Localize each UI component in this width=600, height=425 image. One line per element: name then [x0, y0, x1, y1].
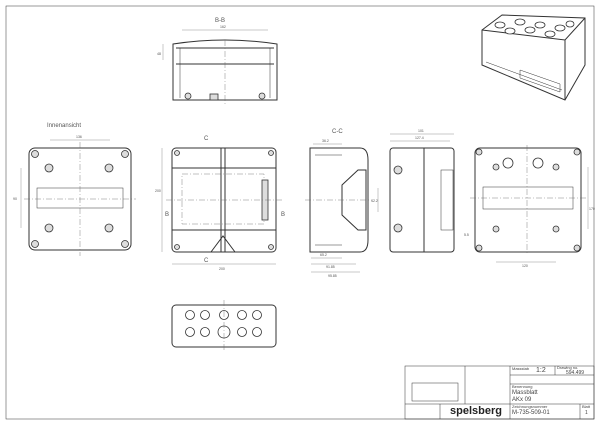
sheet-number: 1	[585, 410, 588, 416]
company-logo: spelsberg	[450, 405, 502, 417]
front-view: 200 200 C B B C	[155, 136, 285, 271]
isometric-view	[481, 14, 586, 101]
dim-label: 101	[418, 129, 424, 133]
scale-label: Massstab	[512, 366, 530, 371]
dim-label: 42.2	[371, 199, 378, 203]
dim-label: 136	[76, 135, 82, 139]
dim-label: 127.4	[415, 136, 424, 140]
section-bb-label: B-B	[215, 18, 225, 24]
section-mark: B	[281, 212, 285, 218]
scale-value: 1:2	[536, 367, 546, 374]
bottom-view	[171, 300, 277, 352]
drawing-frame	[5, 5, 595, 420]
section-mark: C	[204, 136, 209, 142]
section-cc-view: C-C 36.2 65.2 91.85 95.85 42.2	[305, 129, 379, 278]
dim-label: 48	[157, 52, 161, 56]
drawing-no-label: Drawing no.	[557, 365, 579, 370]
drawing-no: 594.499	[566, 369, 585, 376]
doc-number: M-735-509-01	[512, 410, 550, 416]
section-bb-view: B-B 162 48	[157, 18, 278, 104]
dim-label: 91.85	[326, 265, 335, 269]
dim-label: 200	[155, 189, 161, 193]
section-cc-label: C-C	[332, 129, 343, 135]
inner-view-label: Innenansicht	[47, 123, 81, 129]
title-label: Benennung	[512, 384, 533, 389]
dim-label: 162	[220, 25, 226, 29]
doc-label: Zeichnungsnummer	[512, 404, 548, 409]
inner-view: Innenansicht 136 90	[13, 123, 136, 256]
title-line2: AKx 09	[512, 397, 532, 403]
title-line1: Massblatt	[512, 390, 538, 396]
dim-label: 65.2	[320, 253, 327, 257]
dim-label: 95.85	[328, 274, 337, 278]
title-block	[404, 365, 595, 420]
dim-label: 170	[589, 207, 595, 211]
side-view: 101 127.4	[389, 129, 455, 253]
sheet-label: Blatt	[582, 404, 591, 409]
dim-label: 90	[13, 197, 17, 201]
dim-label: 120	[522, 264, 528, 268]
dim-label: 200	[219, 267, 225, 271]
dim-label: 5.5	[464, 233, 469, 237]
section-mark: C	[204, 258, 209, 264]
dim-label: 36.2	[322, 139, 329, 143]
section-mark: B	[165, 212, 169, 218]
back-view: 170 120 5.5	[464, 145, 595, 268]
